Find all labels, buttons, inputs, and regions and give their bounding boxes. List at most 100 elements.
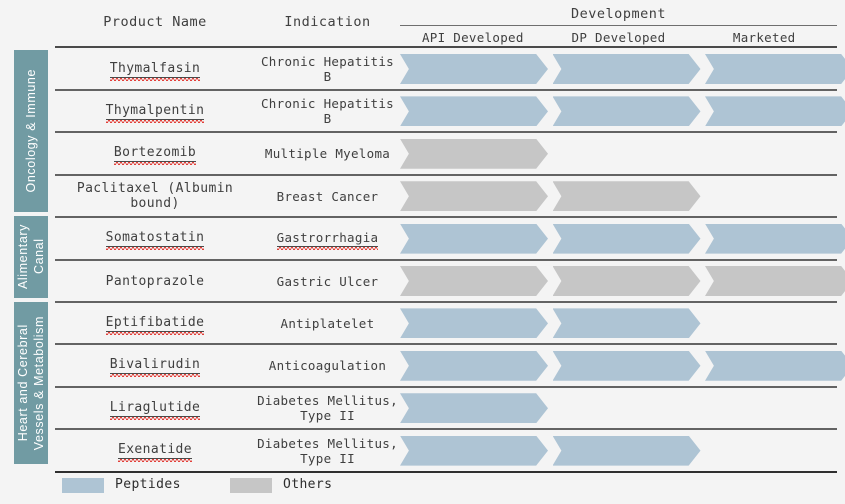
indication-text: Gastrorrhagia <box>276 230 379 251</box>
column-header-development: Development <box>571 6 666 22</box>
product-name-text: Somatostatin <box>105 230 205 251</box>
legend: Peptides Others <box>55 476 455 496</box>
product-name-text: Bortezomib <box>113 145 197 166</box>
row-separator <box>55 258 837 261</box>
indication-cell: Multiple Myeloma <box>255 133 400 175</box>
table-row[interactable]: Bortezomib Multiple Myeloma <box>55 133 837 176</box>
column-header-dp-developed: DP Developed <box>571 30 666 45</box>
development-sub-headers: API Developed DP Developed Marketed <box>400 28 837 47</box>
row-separator <box>55 470 837 473</box>
product-name-cell: Bivalirudin <box>55 345 255 387</box>
category-block-2[interactable]: Heart and Cerebral Vessels & Metabolism <box>14 302 48 464</box>
development-stages <box>400 218 845 260</box>
development-stages <box>400 387 837 429</box>
stage-chevron-api-developed <box>400 308 548 339</box>
product-name-text: Thymalfasin <box>109 60 201 81</box>
development-stages <box>400 133 837 175</box>
table-row[interactable]: Pantoprazole Gastric Ulcer <box>55 260 845 303</box>
legend-label-peptides: Peptides <box>115 477 181 492</box>
table-row[interactable]: Eptifibatide Antiplatelet <box>55 302 837 346</box>
stage-chevron-dp-developed <box>552 350 701 381</box>
legend-swatch-others <box>230 478 272 493</box>
product-name-cell: Liraglutide <box>55 387 255 429</box>
category-block-1[interactable]: Alimentary Canal <box>14 216 48 298</box>
product-name-cell: Somatostatin <box>55 218 255 260</box>
product-name-text: Eptifibatide <box>105 314 205 335</box>
stage-chevron-dp-developed <box>552 308 701 339</box>
indication-cell: Antiplatelet <box>255 302 400 344</box>
indication-cell: Anticoagulation <box>255 345 400 387</box>
stage-chevron-api-developed <box>400 266 548 296</box>
stage-chevron-api-developed <box>400 223 548 254</box>
stage-chevron-dp-developed <box>552 266 701 296</box>
development-stages <box>400 260 845 302</box>
product-name-cell: Bortezomib <box>55 133 255 175</box>
stage-chevron-dp-developed <box>552 96 701 127</box>
category-label: Heart and Cerebral Vessels & Metabolism <box>16 315 46 451</box>
indication-text: Chronic Hepatitis B <box>260 96 395 127</box>
table-row[interactable]: Exenatide Diabetes Mellitus, Type II <box>55 430 837 473</box>
stage-chevron-api-developed <box>400 350 548 381</box>
row-separator <box>55 89 837 91</box>
indication-text: Chronic Hepatitis B <box>260 54 395 84</box>
indication-text: Antiplatelet <box>280 315 375 331</box>
development-stages <box>400 48 845 90</box>
stage-chevron-api-developed <box>400 393 548 424</box>
indication-text: Gastric Ulcer <box>276 273 379 289</box>
table-row[interactable]: Bivalirudin Anticoagulation <box>55 345 845 388</box>
stage-chevron-api-developed <box>400 181 548 212</box>
row-separator <box>55 428 837 431</box>
row-separator <box>55 301 837 303</box>
indication-cell: Chronic Hepatitis B <box>255 90 400 132</box>
column-header-api-developed: API Developed <box>421 30 524 45</box>
legend-label-others: Others <box>283 477 333 492</box>
product-name-text: Liraglutide <box>109 399 201 420</box>
stage-chevron-marketed <box>705 266 845 296</box>
indication-cell: Chronic Hepatitis B <box>255 48 400 90</box>
development-stages <box>400 430 837 472</box>
stage-chevron-marketed <box>705 223 845 254</box>
development-stages <box>400 345 845 387</box>
product-name-cell: Eptifibatide <box>55 302 255 344</box>
column-header-product-name: Product Name <box>103 14 207 30</box>
product-name-cell: Pantoprazole <box>55 260 255 302</box>
indication-text: Anticoagulation <box>268 358 387 374</box>
product-name-text: Exenatide <box>117 442 193 463</box>
stage-chevron-dp-developed <box>552 181 701 212</box>
stage-chevron-api-developed <box>400 138 548 169</box>
stage-chevron-marketed <box>705 96 845 127</box>
category-label: Alimentary Canal <box>16 224 46 290</box>
development-header-rule <box>400 25 837 26</box>
indication-text: Diabetes Mellitus, Type II <box>257 435 398 466</box>
product-name-cell: Thymalfasin <box>55 48 255 90</box>
product-name-cell: Paclitaxel (Albumin bound) <box>55 175 255 217</box>
category-label: Oncology & Immune <box>24 69 38 193</box>
indication-text: Breast Cancer <box>276 188 379 204</box>
indication-cell: Diabetes Mellitus, Type II <box>255 430 400 472</box>
stage-chevron-api-developed <box>400 96 548 127</box>
indication-text: Multiple Myeloma <box>264 146 391 162</box>
header-bottom-rule <box>55 46 837 48</box>
stage-chevron-api-developed <box>400 54 548 84</box>
indication-cell: Diabetes Mellitus, Type II <box>255 387 400 429</box>
stage-chevron-dp-developed <box>552 435 701 466</box>
stage-chevron-dp-developed <box>552 54 701 84</box>
stage-chevron-marketed <box>705 54 845 84</box>
indication-cell: Gastric Ulcer <box>255 260 400 302</box>
category-block-0[interactable]: Oncology & Immune <box>14 50 48 212</box>
product-name-text: Bivalirudin <box>109 357 201 378</box>
development-stages <box>400 302 837 344</box>
table-row[interactable]: Paclitaxel (Albumin bound) Breast Cancer <box>55 175 837 219</box>
stage-chevron-dp-developed <box>552 223 701 254</box>
table-row[interactable]: Thymalfasin Chronic Hepatitis B <box>55 48 845 91</box>
development-stages <box>400 90 845 132</box>
legend-swatch-peptides <box>62 478 104 493</box>
table-row[interactable]: Somatostatin Gastrorrhagia <box>55 218 845 261</box>
product-name-text: Paclitaxel (Albumin bound) <box>76 181 234 212</box>
table-row[interactable]: Liraglutide Diabetes Mellitus, Type II <box>55 387 837 431</box>
indication-text: Diabetes Mellitus, Type II <box>257 393 398 424</box>
product-name-cell: Thymalpentin <box>55 90 255 132</box>
indication-cell: Gastrorrhagia <box>255 218 400 260</box>
